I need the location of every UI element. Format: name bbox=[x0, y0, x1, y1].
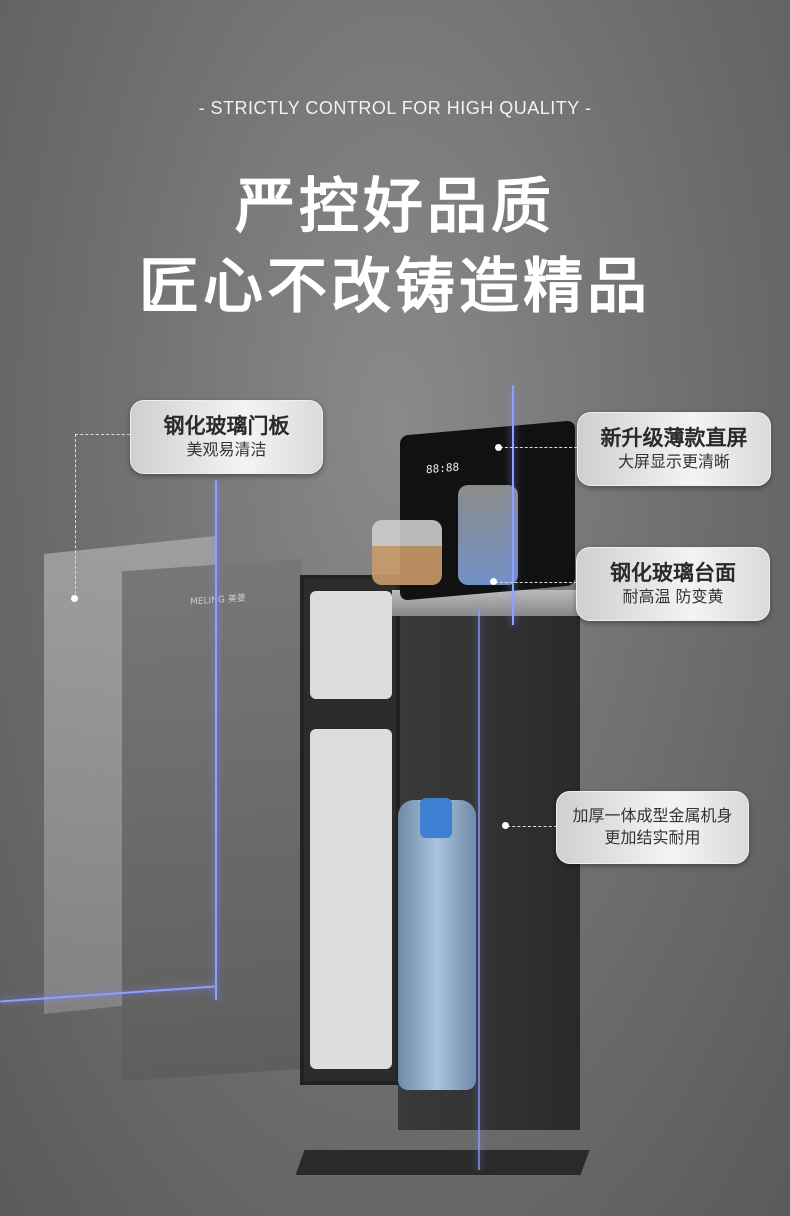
callout-title: 钢化玻璃台面 bbox=[610, 561, 736, 585]
callout-desc: 美观易清洁 bbox=[186, 440, 267, 459]
subtitle: - STRICTLY CONTROL FOR HIGH QUALITY - bbox=[198, 98, 592, 118]
teapot bbox=[372, 520, 442, 585]
leader-line bbox=[507, 826, 557, 827]
headline-line2: 匠心不改铸造精品 bbox=[139, 252, 651, 322]
leader-line bbox=[75, 434, 76, 599]
callout-countertop: 钢化玻璃台面 耐高温 防变黄 bbox=[576, 547, 770, 621]
brand-logo: MELING 美菱 bbox=[190, 593, 246, 608]
marker-dot bbox=[71, 595, 78, 602]
marker-dot bbox=[495, 444, 502, 451]
callout-glass-door: 钢化玻璃门板 美观易清洁 bbox=[130, 400, 323, 474]
marker-dot bbox=[502, 822, 509, 829]
callout-desc: 更加结实耐用 bbox=[604, 828, 701, 847]
drip-tray bbox=[295, 1150, 590, 1175]
water-bucket bbox=[398, 800, 476, 1090]
leader-line bbox=[500, 447, 577, 448]
callout-desc: 大屏显示更清晰 bbox=[617, 452, 730, 471]
callout-metal-body: 加厚一体成型金属机身 更加结实耐用 bbox=[556, 791, 749, 864]
bucket-cap bbox=[420, 798, 452, 838]
callout-title: 加厚一体成型金属机身 bbox=[572, 806, 733, 825]
marker-dot bbox=[490, 578, 497, 585]
kettle bbox=[458, 485, 518, 585]
cabinet-door-open bbox=[300, 575, 400, 1085]
leader-line bbox=[495, 582, 577, 583]
callout-screen: 新升级薄款直屏 大屏显示更清晰 bbox=[577, 412, 771, 486]
glass-door-panel: MELING 美菱 bbox=[122, 558, 302, 1082]
callout-title: 钢化玻璃门板 bbox=[163, 414, 290, 438]
highlight-line bbox=[215, 480, 217, 1000]
callout-desc: 耐高温 防变黄 bbox=[622, 587, 724, 606]
leader-line bbox=[75, 434, 130, 435]
display-digits: 88:88 bbox=[426, 460, 460, 477]
highlight-line bbox=[512, 385, 514, 625]
highlight-line bbox=[478, 610, 480, 1170]
callout-title: 新升级薄款直屏 bbox=[600, 426, 748, 450]
headline-line1: 严控好品质 bbox=[235, 172, 555, 242]
